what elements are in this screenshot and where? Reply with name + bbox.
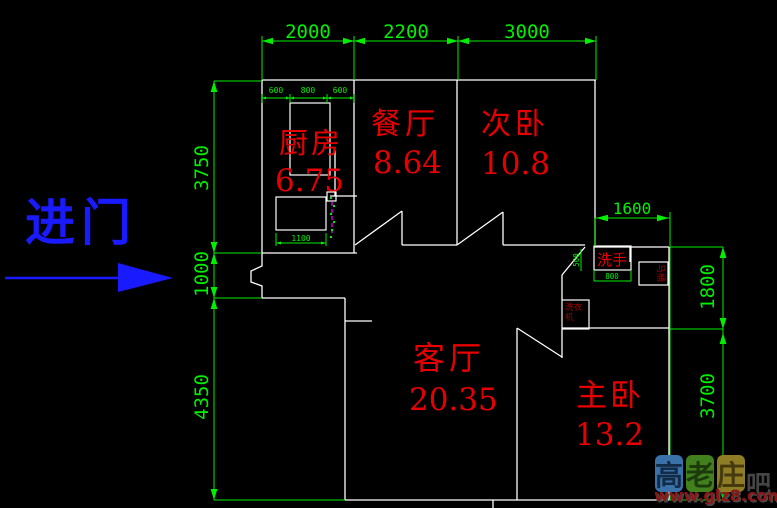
dim-right-1800: 1800 [697, 264, 719, 310]
walls [250, 79, 670, 508]
watermark-url: www.glz8.com [654, 486, 777, 505]
dim-basin-500: 500 [572, 253, 581, 267]
fixture-washer-label-1: 洗衣 [565, 302, 583, 313]
watermark-url-shadow: www.glz8.com [656, 488, 777, 507]
dim-left-4350: 4350 [191, 374, 213, 420]
fixture-washer-label-2: 机 [565, 312, 574, 323]
room-bedroom2-name: 次卧 [481, 107, 549, 142]
room-dining-area: 8.64 [373, 145, 442, 181]
room-living-area: 20.35 [409, 382, 498, 418]
watermark-block-2 [686, 455, 714, 492]
dim-cabinet-1100: 1100 [291, 234, 310, 243]
dimension-lines [210, 36, 727, 501]
watermark-block-1 [655, 455, 683, 492]
dim-bath-1600: 1600 [613, 199, 652, 218]
dim-left-1000: 1000 [191, 251, 213, 297]
entrance-arrow-head [118, 263, 173, 292]
basin-width-dim-line [593, 270, 632, 282]
watermark-char-1: 高 [655, 459, 683, 492]
dimension-arrows [210, 37, 727, 500]
watermark-suffix: 吧 [746, 470, 771, 499]
kitchen-centerline-speckles [330, 197, 335, 238]
kitchen-stove-square [326, 191, 337, 202]
room-kitchen-area: 6.75 [275, 163, 344, 199]
entrance-annotation: 进门 [5, 193, 173, 292]
dim-left-3750: 3750 [191, 145, 213, 191]
kitchen-cabinet-dim-line [275, 233, 327, 246]
left-dim-extensions [214, 80, 345, 501]
bath-width-dim-extensions [594, 212, 671, 500]
bedroom1-door-diagonal [516, 327, 563, 358]
room-labels: 厨房 6.75 餐厅 8.64 次卧 10.8 客厅 20.35 主卧 13.2 [275, 107, 644, 453]
kitchen-top-dim-lines [261, 94, 355, 103]
watermark-char-3: 庄 [717, 459, 745, 492]
kitchen-counter-edge [330, 150, 357, 197]
fixture-basin-label: 洗手 [597, 251, 627, 269]
left-wall-entry-notch [250, 80, 263, 298]
toilet-box [638, 261, 669, 286]
bedroom2-door-zigzag [456, 211, 585, 246]
room-kitchen-name: 厨房 [279, 126, 343, 160]
right-dim-extensions [669, 246, 723, 501]
dimension-labels: 2000 2200 3000 3750 1000 4350 1800 3700 … [191, 21, 719, 420]
watermark: 高 老 庄 吧 www.glz8.com www.glz8.com [654, 455, 777, 507]
room-living-name: 客厅 [413, 339, 485, 377]
fixture-toilet-label: 马桶 [655, 264, 667, 282]
room-dining-name: 餐厅 [371, 107, 439, 142]
dim-top-3000: 3000 [504, 21, 550, 43]
dim-top-2200: 2200 [383, 21, 429, 43]
watermark-block-3 [717, 455, 745, 492]
room-bedroom1-name: 主卧 [576, 378, 644, 414]
watermark-char-2: 老 [686, 459, 714, 492]
dim-kitchen-800: 800 [301, 86, 316, 95]
kitchen-cabinet-rect [275, 196, 327, 231]
dim-top-2000: 2000 [285, 21, 331, 43]
dim-kitchen-600a: 600 [269, 86, 284, 95]
dim-basin-800: 800 [605, 272, 619, 281]
basin-box [593, 245, 632, 271]
washing-machine-box [561, 299, 590, 330]
dim-right-3700: 3700 [697, 373, 719, 419]
kitchen-fixture-rect [289, 102, 331, 176]
dim-kitchen-600b: 600 [333, 86, 348, 95]
top-dim-extensions [261, 36, 597, 80]
entrance-label: 进门 [25, 193, 137, 252]
fixture-labels: 洗手 马桶 洗衣 机 [565, 251, 667, 323]
room-bedroom1-area: 13.2 [575, 417, 644, 453]
dining-door-zigzag [354, 210, 457, 246]
room-bedroom2-area: 10.8 [481, 146, 550, 182]
